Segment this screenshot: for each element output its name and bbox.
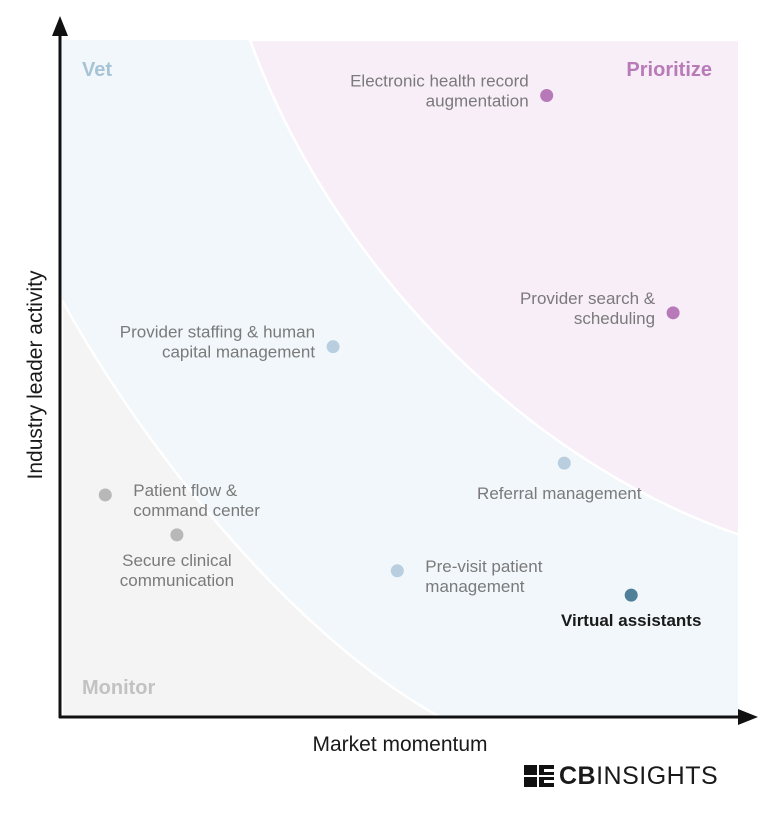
data-point-4 [557,456,571,470]
axes [52,16,758,725]
x-axis-title: Market momentum [312,733,487,756]
zone-label-vet: Vet [82,59,112,81]
brand-bold: CB [559,761,597,790]
cb-insights-logo-icon [524,765,554,787]
data-point-label-4: Referral management [477,484,642,503]
y-axis-title: Industry leader activity [24,270,47,479]
data-point-1 [540,89,554,103]
data-point-6 [624,588,638,602]
data-point-label-7: Patient flow &command center [133,481,260,520]
cb-insights-logo: CBINSIGHTS [524,760,718,792]
zone-label-prioritize: Prioritize [626,59,712,81]
cb-insights-wordmark: CBINSIGHTS [559,762,718,791]
x-axis-arrow-icon [738,709,758,725]
data-point-2 [666,306,680,320]
data-point-8 [170,528,184,542]
data-point-label-2: Provider search &scheduling [520,289,656,328]
prioritize-zone-background [248,40,738,536]
zone-label-monitor: Monitor [82,677,156,699]
data-point-label-6: Virtual assistants [561,611,701,630]
data-point-7 [98,488,112,502]
y-axis-arrow-icon [52,16,68,36]
brand-rest: INSIGHTS [596,761,719,790]
data-point-5 [390,564,404,578]
zone-backgrounds [62,40,738,717]
data-point-3 [326,340,340,354]
monitor-zone-background [62,299,441,717]
